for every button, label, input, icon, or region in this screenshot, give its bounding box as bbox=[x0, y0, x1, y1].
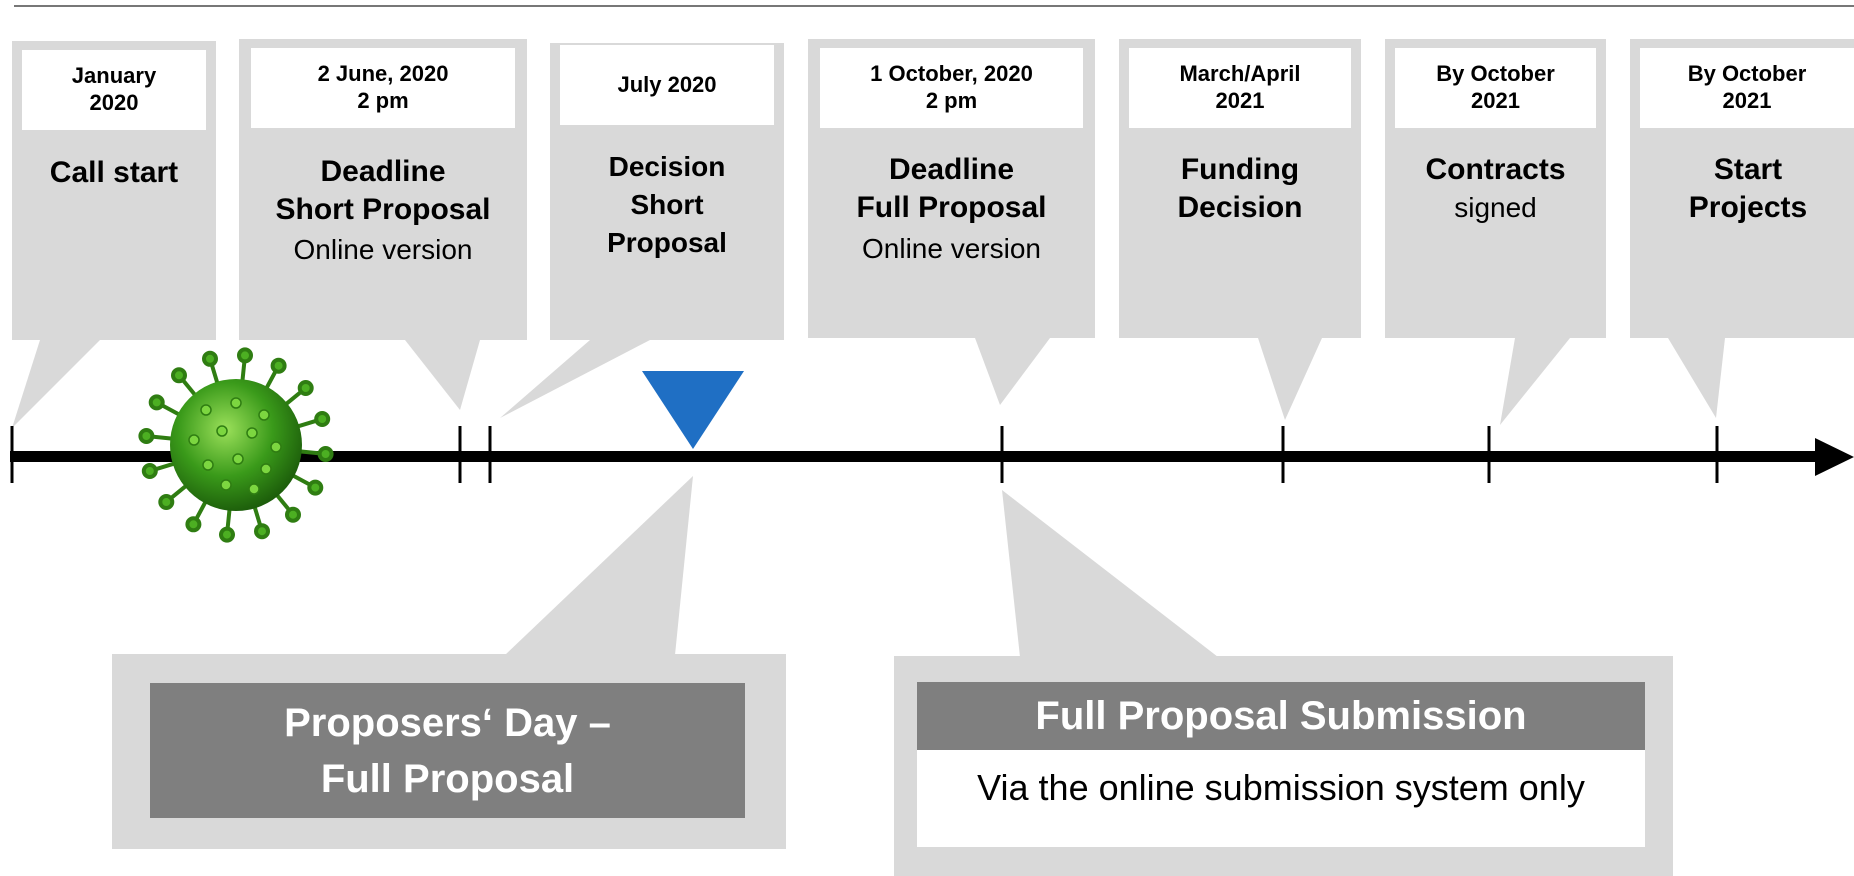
virus-surface-dot bbox=[216, 425, 228, 437]
virus-surface-dot bbox=[248, 483, 260, 495]
virus-surface-dot bbox=[220, 479, 232, 491]
virus-icon bbox=[138, 347, 334, 543]
virus-surface-dot bbox=[202, 459, 214, 471]
proposers-day-title: Proposers‘ Day – Full Proposal bbox=[284, 700, 611, 801]
virus-surface-dot bbox=[260, 463, 272, 475]
timeline-axis bbox=[10, 426, 1854, 483]
milestone-date: March/April 2021 bbox=[1129, 48, 1351, 128]
virus-spike-tip bbox=[158, 494, 175, 510]
milestone-date: By October 2021 bbox=[1395, 48, 1596, 128]
virus-spike-tip bbox=[297, 380, 314, 396]
pointer-deadline-short bbox=[405, 340, 480, 410]
milestone-contracts: By October 2021 Contracts signed bbox=[1385, 39, 1606, 338]
submission-title: Full Proposal Submission bbox=[1035, 693, 1527, 738]
virus-spike-tip bbox=[138, 428, 155, 444]
milestone-title: Contracts bbox=[1425, 153, 1566, 186]
virus-spike-tip bbox=[307, 479, 324, 496]
virus-surface-dot bbox=[230, 397, 242, 409]
milestone-date: 2 June, 2020 2 pm bbox=[251, 48, 515, 128]
milestone-deadline-full: 1 October, 2020 2 pm Deadline Full Propo… bbox=[808, 39, 1095, 338]
pointer-deadline-full bbox=[975, 338, 1050, 405]
pointer-start-projects bbox=[1668, 338, 1725, 418]
virus-surface-dot bbox=[232, 453, 244, 465]
virus-spike-tip bbox=[219, 526, 235, 543]
virus-surface-dot bbox=[270, 441, 282, 453]
virus-surface-dot bbox=[246, 427, 258, 439]
milestone-date: By October 2021 bbox=[1640, 48, 1854, 128]
milestone-title: Deadline Short Proposal bbox=[275, 155, 491, 226]
milestone-title: Funding Decision bbox=[1177, 153, 1303, 224]
milestone-start-projects: By October 2021 Start Projects bbox=[1630, 39, 1854, 338]
pointer-full-submission bbox=[1002, 490, 1218, 657]
callout-pointers bbox=[12, 338, 1725, 428]
milestone-title: Decision Short Proposal bbox=[607, 151, 727, 259]
proposers-day-box: Proposers‘ Day – Full Proposal bbox=[150, 683, 745, 818]
milestone-deadline-short: 2 June, 2020 2 pm Deadline Short Proposa… bbox=[239, 39, 527, 340]
milestone-funding-decision: March/April 2021 Funding Decision bbox=[1119, 39, 1361, 338]
pointer-proposers-day bbox=[505, 476, 693, 655]
virus-surface-dot bbox=[200, 404, 212, 416]
virus-spike-tip bbox=[185, 516, 202, 533]
virus-spike-tip bbox=[202, 350, 218, 367]
milestone-title: Start Projects bbox=[1688, 153, 1808, 224]
virus-spike-tip bbox=[254, 523, 270, 540]
milestone-subtitle: signed bbox=[1454, 192, 1537, 223]
milestone-subtitle: Online version bbox=[862, 233, 1041, 264]
triangle-down-icon bbox=[642, 371, 744, 449]
pointer-call-start bbox=[12, 340, 100, 428]
pointer-decision-short bbox=[500, 340, 650, 418]
milestone-call-start: January 2020 Call start bbox=[12, 41, 216, 340]
pointer-funding-decision bbox=[1258, 338, 1322, 420]
virus-spike-tip bbox=[141, 463, 158, 479]
milestone-title: Call start bbox=[49, 156, 179, 189]
submission-body: Via the online submission system only bbox=[917, 750, 1645, 847]
virus-spike-tip bbox=[148, 394, 165, 411]
virus-spike-tip bbox=[237, 347, 253, 364]
virus-spike-tip bbox=[270, 357, 287, 374]
virus-spike-tip bbox=[314, 411, 331, 427]
submission-header: Full Proposal Submission bbox=[917, 682, 1645, 750]
virus-spike-tip bbox=[171, 367, 187, 384]
virus-spike-tip bbox=[285, 506, 301, 523]
milestone-subtitle: Online version bbox=[293, 234, 473, 265]
milestone-date: July 2020 bbox=[560, 45, 774, 125]
virus-spike-tip bbox=[317, 446, 334, 462]
axis-ticks bbox=[10, 426, 1719, 483]
pointer-contracts bbox=[1500, 338, 1570, 425]
milestone-date: January 2020 bbox=[22, 50, 206, 130]
submission-text: Via the online submission system only bbox=[977, 767, 1585, 808]
milestone-title: Deadline Full Proposal bbox=[856, 153, 1047, 224]
milestone-decision-short: July 2020 Decision Short Proposal bbox=[550, 43, 784, 340]
arrow-right-icon bbox=[1815, 438, 1854, 476]
virus-surface-dot bbox=[258, 409, 270, 421]
virus-surface-dot bbox=[188, 434, 200, 446]
milestone-date: 1 October, 2020 2 pm bbox=[820, 48, 1083, 128]
